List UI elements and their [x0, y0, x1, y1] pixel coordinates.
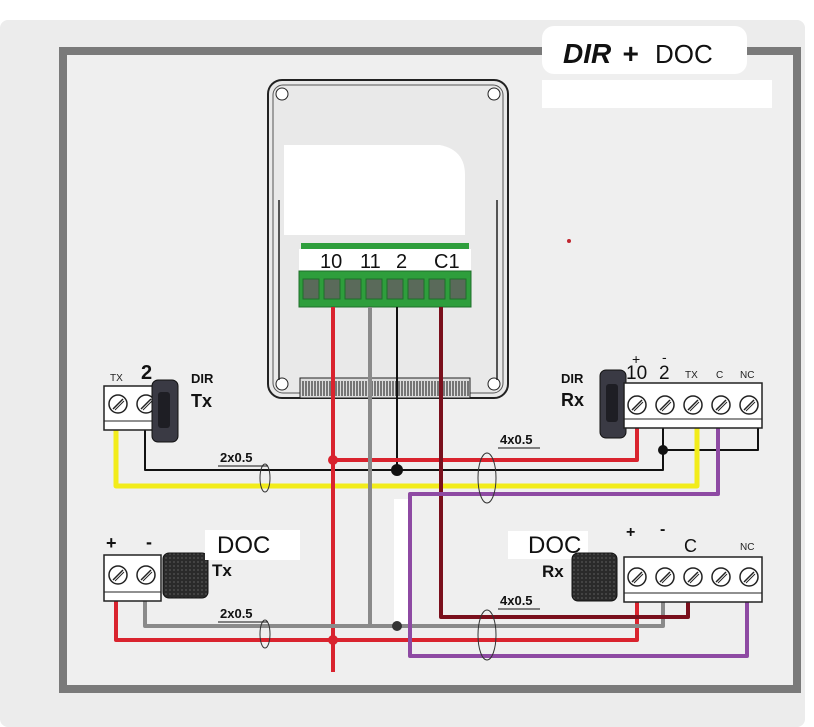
title-tab: [542, 26, 747, 74]
doc-tx-name: DOC: [217, 532, 270, 559]
mount-hole-icon: [275, 377, 289, 391]
mount-hole-icon: [275, 87, 289, 101]
doc-tx-terminal-minus: -: [146, 532, 152, 552]
screw-icon: [108, 394, 128, 414]
mount-hole-icon: [487, 377, 501, 391]
doc-rx-terminal-minus: -: [660, 521, 665, 538]
title-tab-blank: [542, 80, 772, 108]
screw-icon: [655, 567, 675, 587]
terminal-slot: [302, 278, 320, 300]
white-mask: [394, 499, 408, 624]
dir-rx-terminal-tx: TX: [685, 370, 698, 381]
junction-dot: [328, 455, 338, 465]
doc-rx-terminal-nc: NC: [740, 542, 754, 553]
dir-rx-terminal-10: 10: [626, 363, 647, 384]
dir-rx-terminal-nc: NC: [740, 370, 754, 381]
dir-rx-role: Rx: [561, 390, 584, 410]
doc-rx-terminal-c: C: [684, 536, 697, 556]
screw-icon: [711, 567, 731, 587]
board-terminal-label-10: 10: [320, 251, 342, 273]
safety-edge-icon: [162, 552, 209, 599]
mount-hole-icon: [487, 87, 501, 101]
wires: [113, 307, 759, 672]
dir-tx-device: TX 2 DIR Tx: [103, 362, 214, 443]
screw-icon: [627, 395, 647, 415]
cable-label-dir-rx: 4x0.5: [500, 432, 533, 447]
doc-tx-terminal-plus: +: [106, 533, 117, 553]
title-dir: DIR: [563, 38, 612, 69]
cable-bundle-icon: [259, 463, 271, 493]
screw-icon: [739, 395, 759, 415]
junction-dot: [658, 445, 668, 455]
terminal-slot: [449, 278, 467, 300]
cable-bundle-icon: [477, 609, 497, 661]
wire-red-doc: [114, 580, 639, 642]
connector-strip: [299, 377, 471, 399]
screw-icon: [136, 565, 156, 585]
doc-tx-device: + - DOC Tx: [103, 530, 300, 602]
board-terminal-label-c1: C1: [434, 251, 460, 273]
screw-icon: [683, 567, 703, 587]
cable-label-doc-rx: 4x0.5: [500, 593, 533, 608]
cable-label-dir-tx: 2x0.5: [220, 450, 253, 465]
screw-icon: [739, 567, 759, 587]
terminal-slot: [344, 278, 362, 300]
doc-rx-terminal-plus: +: [626, 524, 635, 541]
dir-rx-polarity-plus: +: [632, 351, 640, 367]
board-label-blank: [284, 145, 465, 235]
terminal-slot: [365, 278, 383, 300]
cable-label-doc-tx: 2x0.5: [220, 606, 253, 621]
cable-bundle-icon: [259, 619, 271, 649]
title-plus: +: [622, 38, 638, 69]
dir-rx-name: DIR: [561, 371, 584, 386]
title-doc: DOC: [655, 39, 713, 69]
control-board: [267, 79, 509, 399]
terminal-slot: [407, 278, 425, 300]
safety-edge-icon: [571, 552, 618, 602]
dir-rx-terminal-c: C: [716, 370, 723, 381]
screw-icon: [627, 567, 647, 587]
dir-rx-terminal-2: 2: [659, 363, 670, 384]
doc-tx-role: Tx: [212, 561, 232, 580]
screw-icon: [655, 395, 675, 415]
doc-rx-role: Rx: [542, 562, 564, 581]
screw-icon: [711, 395, 731, 415]
stray-dot: [567, 239, 571, 243]
doc-rx-name: DOC: [528, 532, 581, 559]
dir-tx-terminal-tx: TX: [110, 373, 123, 384]
junction-dot: [391, 464, 403, 476]
junction-dot: [328, 635, 338, 645]
board-terminal-label-11: 11: [360, 251, 381, 273]
terminal-slot: [386, 278, 404, 300]
wire-grey-doc: [143, 595, 665, 628]
board-terminal-label-2: 2: [396, 251, 407, 273]
wire-black: [144, 307, 759, 471]
wire-yellow: [113, 418, 700, 489]
terminal-slot: [323, 278, 341, 300]
terminal-slot: [428, 278, 446, 300]
junction-dot: [392, 621, 402, 631]
cable-bundle-icon: [477, 452, 497, 504]
dir-rx-polarity-minus: -: [662, 349, 667, 365]
board-terminal-block: 10 11 2 C1: [298, 243, 472, 308]
dir-tx-role: Tx: [191, 391, 212, 411]
dir-tx-name: DIR: [191, 371, 214, 386]
doc-rx-device: DOC Rx + - C NC: [508, 521, 763, 603]
wire-purple: [408, 420, 749, 658]
screw-icon: [683, 395, 703, 415]
dir-tx-terminal-2: 2: [141, 362, 152, 384]
screw-icon: [108, 565, 128, 585]
dir-rx-device: DIR Rx + - 10 2 TX C NC: [561, 349, 763, 439]
wire-red-dir: [333, 420, 639, 462]
